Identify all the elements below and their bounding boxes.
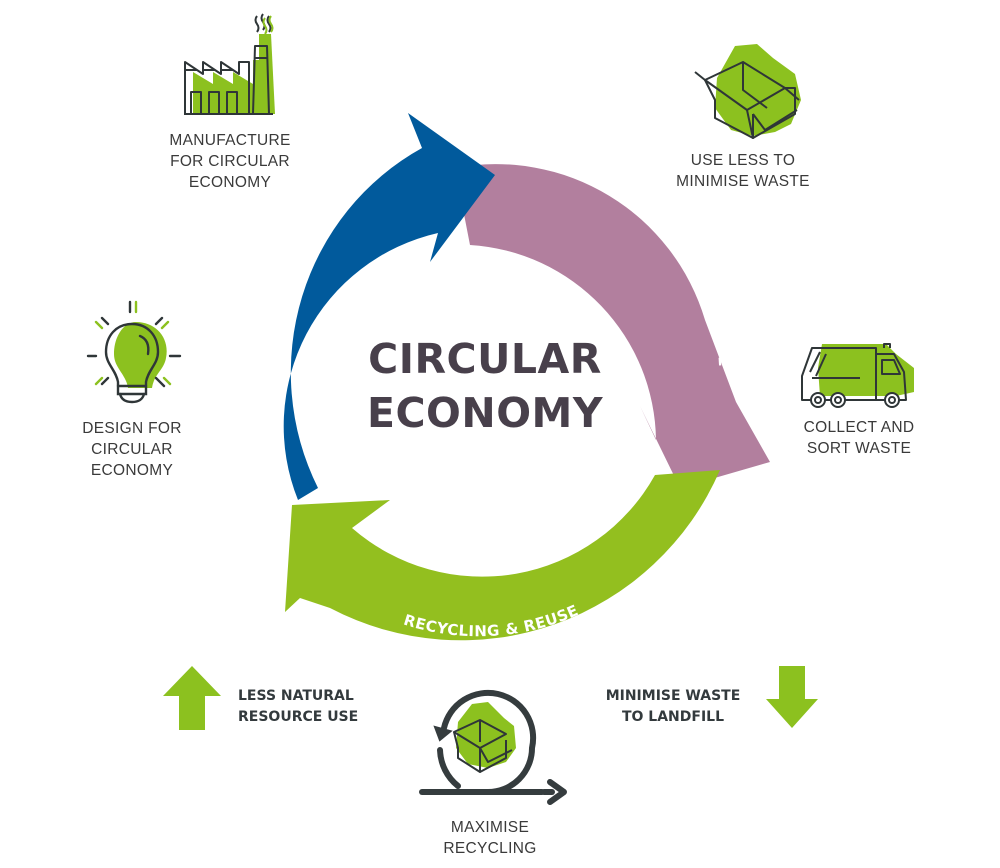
factory-icon: [184, 13, 275, 115]
outcome-label-less-landfill: MINIMISE WASTE TO LANDFILL: [605, 688, 741, 725]
ring-segment-recycling: [285, 470, 720, 641]
center-title: CIRCULAR ECONOMY: [366, 335, 604, 437]
lightbulb-icon: [86, 300, 182, 404]
ring: [283, 113, 770, 641]
stage-label-recycle: MAXIMISE RECYCLING: [443, 819, 537, 857]
stage-label-collect: COLLECT AND SORT WASTE: [803, 419, 915, 457]
stage-label-use-less: USE LESS TO MINIMISE WASTE: [676, 152, 810, 190]
ring-segment-manufacturing: [283, 113, 495, 500]
ring-segment-consumption: [455, 164, 770, 488]
box-icon: [694, 44, 801, 139]
recycle-box-icon: [419, 689, 567, 805]
stage-label-manufacture: MANUFACTURE FOR CIRCULAR ECONOMY: [169, 132, 291, 191]
arrow-down-icon: [766, 666, 818, 728]
outcome-label-less-resource: LESS NATURAL RESOURCE USE: [238, 688, 359, 725]
garbage-truck-icon: [801, 343, 914, 408]
arrow-up-icon: [163, 666, 221, 730]
stage-label-design: DESIGN FOR CIRCULAR ECONOMY: [82, 420, 182, 479]
